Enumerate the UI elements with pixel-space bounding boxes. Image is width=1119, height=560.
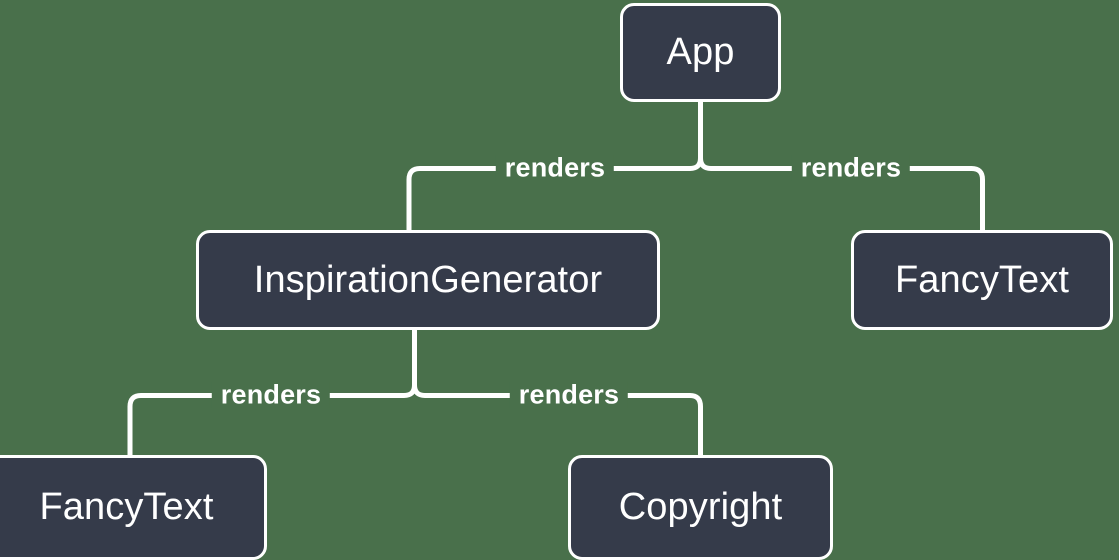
edge-label-app-fancytext-right: renders [791, 154, 911, 182]
node-fancytext-right-label: FancyText [894, 258, 1070, 301]
edge-label-inspirationgenerator-fancytext-bottom: renders [211, 381, 331, 409]
edge-label-app-inspirationgenerator: renders [495, 154, 615, 182]
node-fancytext-bottom[interactable]: FancyText [0, 455, 267, 560]
node-inspiration-generator[interactable]: InspirationGenerator [196, 230, 660, 330]
edge-label-inspirationgenerator-copyright: renders [509, 381, 629, 409]
node-fancytext-right[interactable]: FancyText [851, 230, 1113, 330]
edge-app-to-fancytext-right [698, 157, 985, 230]
edge-inspirationgenerator-to-copyright [412, 384, 703, 455]
node-copyright[interactable]: Copyright [568, 455, 833, 560]
node-app-label: App [666, 31, 735, 73]
node-app[interactable]: App [620, 3, 781, 102]
node-inspiration-generator-label: InspirationGenerator [253, 258, 603, 301]
node-fancytext-bottom-label: FancyText [39, 486, 214, 528]
node-copyright-label: Copyright [618, 486, 783, 528]
